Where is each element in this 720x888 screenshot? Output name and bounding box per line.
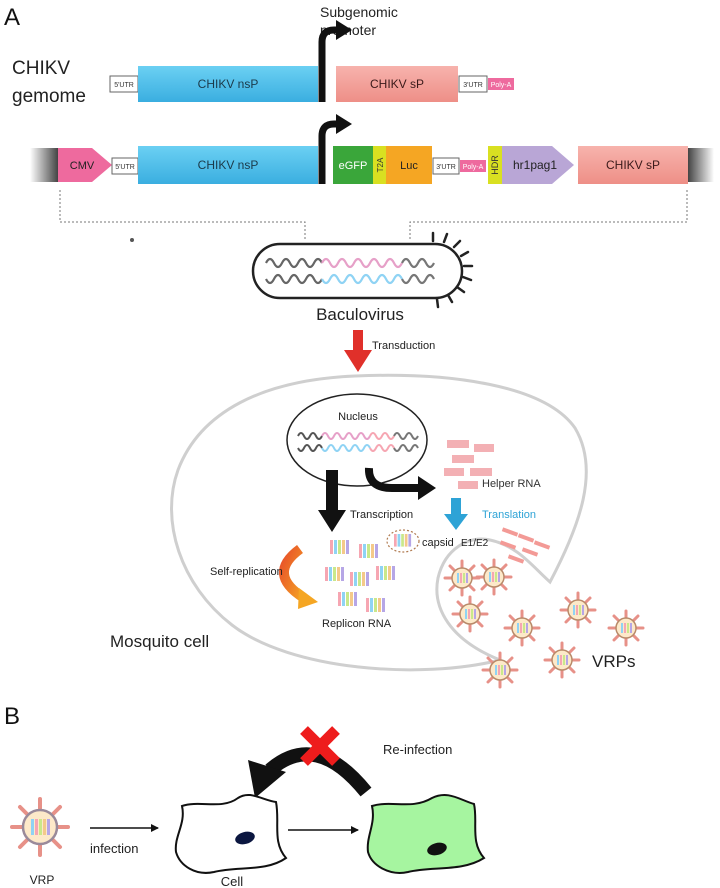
subgenomic-label-line1: Subgenomic — [320, 4, 398, 20]
e1e2-label: E1/E2 — [461, 538, 489, 549]
capsid-circle — [386, 529, 420, 553]
construct-luc-segment — [386, 146, 432, 184]
construct-right-end — [688, 148, 714, 182]
panel-a-label: A — [4, 4, 20, 31]
infected-cell-nucleus — [427, 842, 447, 856]
construct-utr3-box — [432, 157, 460, 175]
self-replication-arrowhead — [298, 588, 318, 609]
translation-label: Translation — [482, 509, 536, 521]
uninfected-cell-nucleus — [235, 831, 255, 845]
construct-t2a-segment — [373, 146, 386, 184]
translation-arrow — [444, 498, 468, 530]
construct-hdr-label: HDR — [490, 155, 500, 175]
nucleus-dna — [297, 432, 419, 452]
transcription-arrow-down — [318, 470, 346, 532]
construct-luc-label: Luc — [400, 160, 418, 172]
baculovirus-illustration — [251, 231, 474, 309]
helper-rna-label: Helper RNA — [482, 478, 541, 490]
construct-sp-segment — [578, 146, 688, 184]
genome-sp-segment — [336, 66, 458, 102]
capsid-label: capsid — [422, 537, 454, 549]
genome-label-line2: gemome — [12, 86, 86, 107]
construct-nsp-segment — [138, 146, 318, 184]
baculovirus-dna — [265, 257, 435, 285]
reinfection-arrowhead — [248, 760, 286, 798]
self-replication-label: Self-replication — [210, 566, 283, 578]
genome-polya-box — [488, 78, 514, 90]
construct-promoter-arrowhead — [336, 114, 352, 134]
reinfection-label: Re-infection — [383, 742, 452, 757]
construct-polya-box — [460, 160, 486, 172]
vrp-particle-7 — [543, 641, 581, 679]
nucleus — [286, 393, 428, 487]
nucleus-label: Nucleus — [338, 411, 378, 423]
construct-hr1pag1-label: hr1pag1 — [513, 158, 557, 172]
construct-guide-lines — [59, 190, 688, 240]
vrps-label: VRPs — [592, 652, 635, 671]
construct-polya-label: Poly-A — [463, 164, 484, 171]
genome-nsp-label: CHIKV nsP — [198, 77, 259, 91]
uninfected-cell — [174, 793, 288, 874]
infection-label: infection — [90, 841, 138, 856]
construct-cmv-arrow — [58, 148, 112, 182]
transcription-arrow-right — [364, 467, 420, 492]
baculovirus-label: Baculovirus — [316, 305, 404, 324]
helper-rna-fragments — [444, 440, 494, 489]
vrp-particle-8 — [481, 651, 519, 689]
transduction-arrow — [344, 330, 372, 372]
genome-utr3-box — [458, 75, 488, 93]
genome-map: 5'UTR CHIKV nsP CHIKV sP 3'UTR Poly-A — [109, 20, 514, 102]
construct-egfp-label: eGFP — [339, 160, 368, 172]
genome-polya-label: Poly-A — [491, 82, 512, 89]
construct-left-end — [30, 148, 58, 182]
infected-cell — [366, 794, 486, 874]
vrp-particle-1 — [443, 559, 481, 597]
construct-sp-label: CHIKV sP — [606, 158, 660, 172]
transcription-label: Transcription — [350, 509, 413, 521]
genome-utr5-label: 5'UTR — [114, 82, 134, 89]
construct-utr3-label: 3'UTR — [436, 164, 456, 171]
construct-t2a-label: T2A — [376, 157, 385, 172]
vrp-particle-2 — [475, 558, 513, 596]
construct-map: CMV 5'UTR CHIKV nsP eGFP T2A Luc 3'UTR P… — [30, 114, 714, 184]
genome-sp-label: CHIKV sP — [370, 77, 424, 91]
self-replication-arrow — [279, 544, 307, 603]
genome-utr3-label: 3'UTR — [463, 82, 483, 89]
construct-utr5-label: 5'UTR — [115, 164, 135, 171]
subgenomic-promoter-arrow — [318, 26, 338, 102]
vrp-particle-6 — [607, 609, 645, 647]
vrp-particle-3 — [451, 595, 489, 633]
construct-nsp-label: CHIKV nsP — [198, 158, 259, 172]
vrp-label: VRP — [30, 873, 55, 887]
blocked-x-icon — [300, 726, 340, 766]
vrp-particle-4 — [503, 609, 541, 647]
mosquito-cell-label: Mosquito cell — [110, 632, 209, 651]
genome-label-line1: CHIKV — [12, 58, 70, 79]
panel-b-label: B — [4, 703, 20, 730]
genome-nsp-segment — [138, 66, 318, 102]
construct-hr1pag1-arrow — [502, 146, 574, 184]
replicon-rna-label: Replicon RNA — [322, 618, 392, 630]
baculovirus-spikes — [431, 231, 474, 309]
capsid-rna — [394, 534, 412, 547]
cell-label: Cell — [221, 874, 244, 888]
construct-cmv-label: CMV — [70, 160, 95, 172]
construct-promoter-arrow — [318, 120, 338, 184]
e1e2-fragments — [499, 527, 551, 564]
subgenomic-promoter-arrowhead — [336, 20, 352, 40]
stray-dot — [130, 238, 134, 242]
transduction-label: Transduction — [372, 340, 435, 352]
vrp-particle-b — [10, 797, 70, 857]
construct-hdr-segment — [488, 146, 502, 184]
vrp-particle-5 — [559, 591, 597, 629]
construct-egfp-segment — [333, 146, 373, 184]
transcription-arrow-right-head — [418, 476, 436, 500]
